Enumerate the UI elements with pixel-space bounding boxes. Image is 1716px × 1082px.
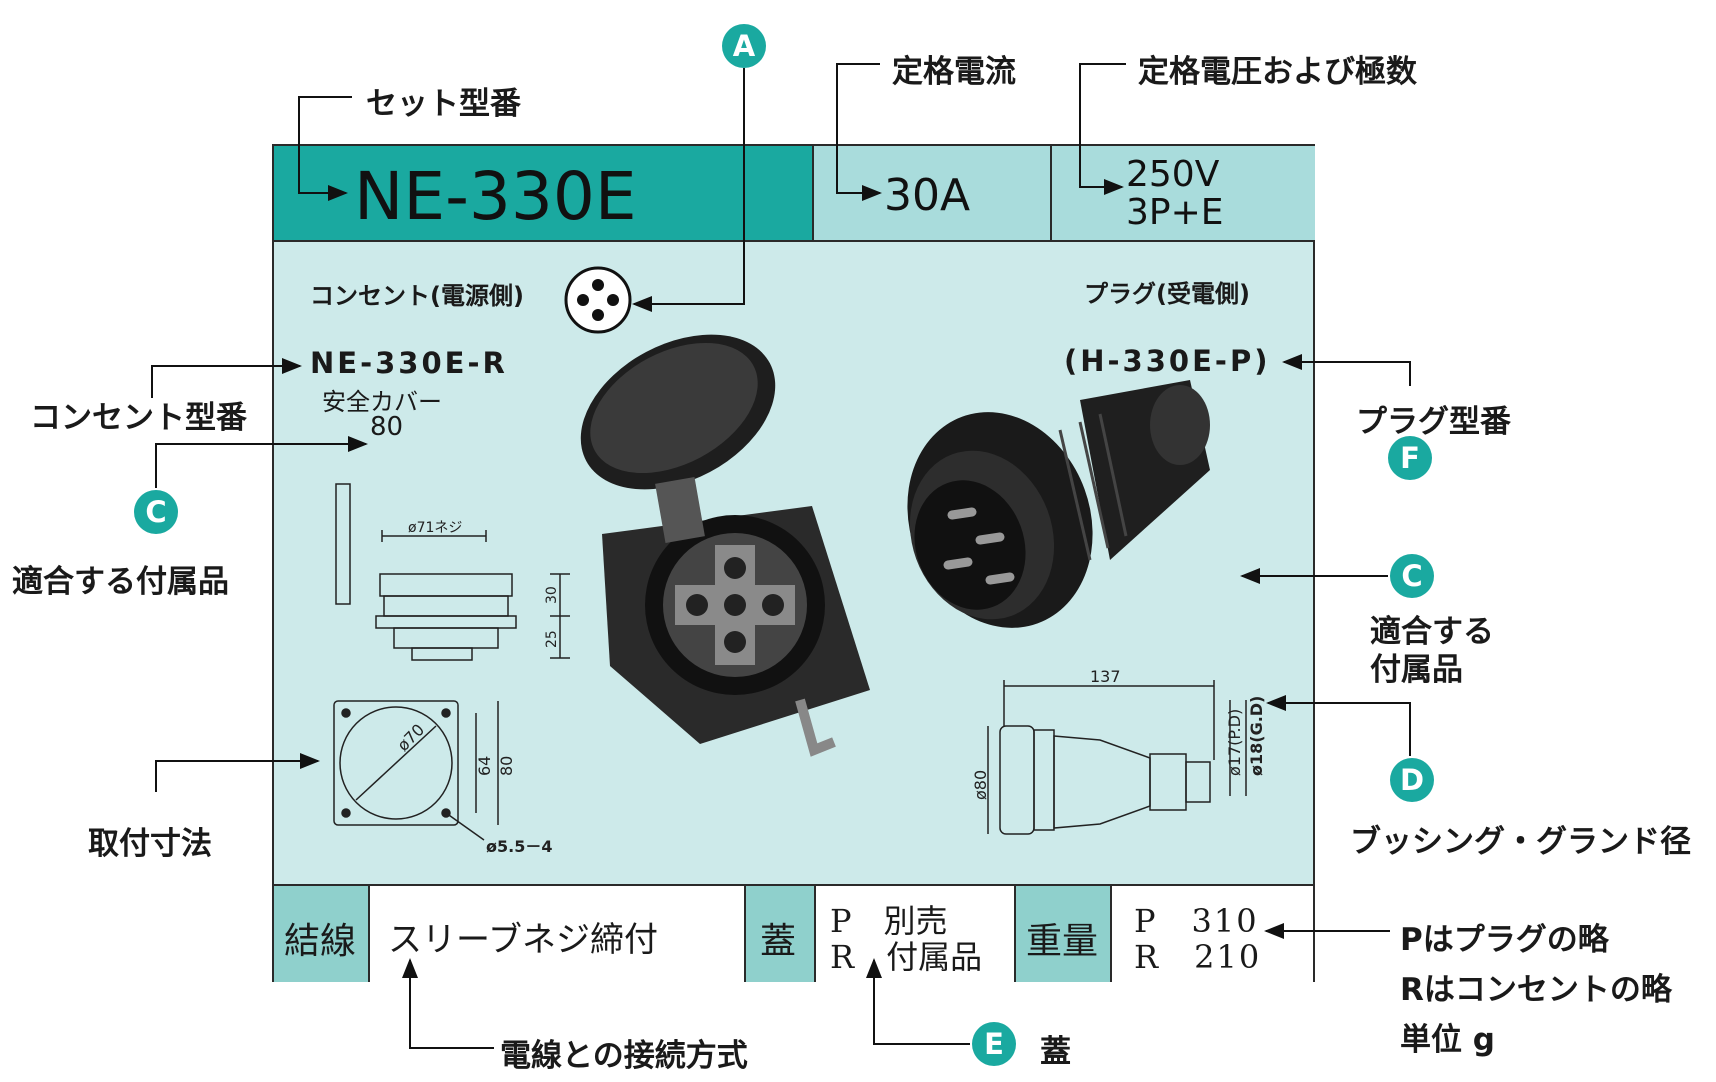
callout-mounting-dims: 取付寸法 [88,826,212,862]
note-plug-abbrev: Pはプラグの略 [1400,922,1609,958]
note-outlet-abbrev: Rはコンセントの略 [1400,972,1672,1008]
badge-e: E [972,1022,1016,1066]
footer-top-border [274,884,1313,886]
callout-outlet-model: コンセント型番 [30,400,247,436]
voltage-cell: 250V 3P+E [1052,146,1315,242]
spec-card: NE-330E 30A 250V 3P+E コンセント(電源側) プラグ(受電側… [272,144,1315,982]
callout-accessory-right-2: 付属品 [1370,652,1463,688]
current-cell: 30A [814,146,1052,242]
note-unit: 単位 g [1400,1022,1495,1058]
cover-plug-value: P 別売 [830,902,948,940]
weight-plug-value: P 310 [1134,902,1259,940]
plug-side-label: プラグ(受電側) [1084,280,1250,308]
cover-label: 蓋 [760,921,797,962]
model-cell: NE-330E [274,146,814,242]
outlet-model-number: NE-330E-R [310,346,508,380]
callout-cover: 蓋 [1040,1034,1071,1070]
badge-c-left: C [134,490,178,534]
cover-value-cell: P 別売 R 付属品 [816,886,1016,982]
weight-label-cell: 重量 [1016,886,1112,982]
callout-rated-current: 定格電流 [892,54,1016,90]
wiring-value-cell: スリーブネジ締付 [370,886,746,982]
cover-label-cell: 蓋 [746,886,816,982]
callout-set-model: セット型番 [366,86,521,122]
wiring-value: スリーブネジ締付 [388,920,658,960]
weight-outlet-value: R 210 [1134,938,1262,976]
badge-a: A [722,24,766,68]
callout-plug-model: プラグ型番 [1356,404,1511,440]
callout-bushing-gland: ブッシング・グランド径 [1350,824,1691,860]
weight-value-cell: P 310 R 210 [1112,886,1313,982]
cover-outlet-value: R 付属品 [830,938,983,976]
callout-rated-voltage-poles: 定格電圧および極数 [1138,54,1417,90]
rated-current-value: 30A [884,170,971,221]
set-model-number: NE-330E [354,158,637,235]
callout-accessory-right-1: 適合する [1370,614,1494,650]
badge-f: F [1388,436,1432,480]
poles-value: 3P+E [1126,192,1224,233]
safety-cover-number: 80 [370,412,404,442]
callout-accessory-left: 適合する付属品 [12,564,229,600]
badge-d: D [1390,758,1434,802]
rated-voltage-value: 250V [1126,154,1220,195]
callout-wire-connection: 電線との接続方式 [500,1038,748,1074]
plug-model-number: (H-330E-P) [1064,344,1271,378]
wiring-label-cell: 結線 [274,886,370,982]
wiring-label: 結線 [284,921,357,962]
outlet-side-label: コンセント(電源側) [310,282,524,310]
badge-c-right: C [1390,554,1434,598]
safety-cover-label: 安全カバー [322,388,442,416]
weight-label: 重量 [1026,921,1099,962]
